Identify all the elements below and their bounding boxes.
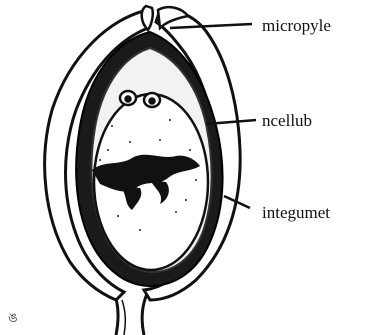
label-nucellus: ncellub — [262, 111, 312, 130]
label-integument: integumet — [262, 203, 330, 222]
label-micropyle: micropyle — [262, 16, 331, 35]
corner-mark: ঙ — [8, 311, 18, 326]
